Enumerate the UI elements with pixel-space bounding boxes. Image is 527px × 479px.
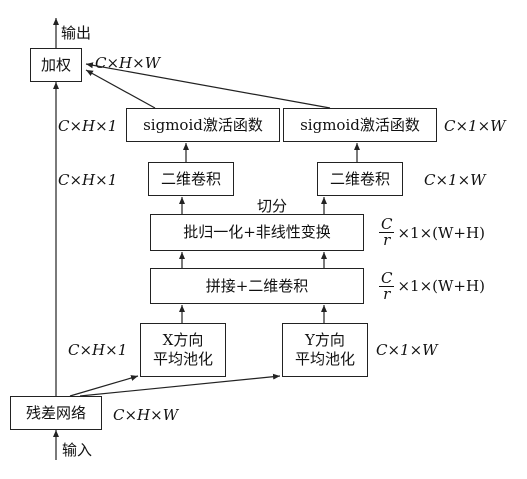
weighting-label: 加权 bbox=[40, 55, 71, 74]
bn-nonlinear-dims-rest: ×1×(W+H) bbox=[397, 223, 485, 242]
x-pool-dims: C×H×1 bbox=[68, 341, 128, 359]
x-pool-line1: X方向 bbox=[162, 331, 204, 349]
output-label: 输出 bbox=[61, 24, 92, 42]
concat-conv-dims-rest: ×1×(W+H) bbox=[397, 277, 485, 295]
sigmoid-right-box: sigmoid激活函数 bbox=[283, 108, 437, 142]
y-pool-line2: 平均池化 bbox=[294, 350, 355, 368]
sigmoid-left-label: sigmoid激活函数 bbox=[143, 115, 263, 134]
bn-nonlinear-label: 批归一化+非线性变换 bbox=[183, 223, 331, 241]
concat-conv-dims-numerator: C bbox=[379, 268, 395, 287]
input-label: 输入 bbox=[62, 441, 93, 459]
sigmoid-left-dims: C×H×1 bbox=[58, 117, 118, 135]
residual-dims: C×H×W bbox=[113, 406, 179, 424]
conv-right-label: 二维卷积 bbox=[329, 169, 390, 188]
sigmoid-left-box: sigmoid激活函数 bbox=[126, 108, 280, 142]
weighting-box: 加权 bbox=[30, 48, 82, 82]
concat-conv-box: 拼接+二维卷积 bbox=[150, 268, 364, 304]
conv-right-dims: C×1×W bbox=[424, 171, 486, 189]
conv-left-dims: C×H×1 bbox=[58, 171, 118, 189]
y-pool-line1: Y方向 bbox=[305, 331, 345, 349]
split-label: 切分 bbox=[257, 197, 288, 215]
residual-box: 残差网络 bbox=[10, 396, 102, 430]
bn-nonlinear-dims-denominator: r bbox=[383, 231, 391, 249]
bn-nonlinear-dims: C r ×1×(W+H) bbox=[379, 214, 485, 251]
conv-left-label: 二维卷积 bbox=[160, 169, 221, 188]
bn-nonlinear-dims-numerator: C bbox=[379, 215, 395, 233]
x-pool-box: X方向 平均池化 bbox=[140, 323, 226, 377]
y-pool-box: Y方向 平均池化 bbox=[282, 323, 368, 377]
conv-right-box: 二维卷积 bbox=[317, 162, 403, 196]
residual-label: 残差网络 bbox=[25, 403, 86, 422]
concat-conv-label: 拼接+二维卷积 bbox=[205, 276, 309, 295]
weighting-dims: C×H×W bbox=[95, 54, 161, 72]
sigmoid-right-label: sigmoid激活函数 bbox=[300, 115, 420, 134]
x-pool-line2: 平均池化 bbox=[152, 350, 213, 368]
concat-conv-dims: C r ×1×(W+H) bbox=[379, 268, 485, 304]
conv-left-box: 二维卷积 bbox=[148, 162, 234, 196]
bn-nonlinear-box: 批归一化+非线性变换 bbox=[150, 214, 364, 251]
sigmoid-right-dims: C×1×W bbox=[444, 117, 506, 135]
y-pool-dims: C×1×W bbox=[376, 341, 438, 359]
concat-conv-dims-denominator: r bbox=[383, 284, 391, 303]
